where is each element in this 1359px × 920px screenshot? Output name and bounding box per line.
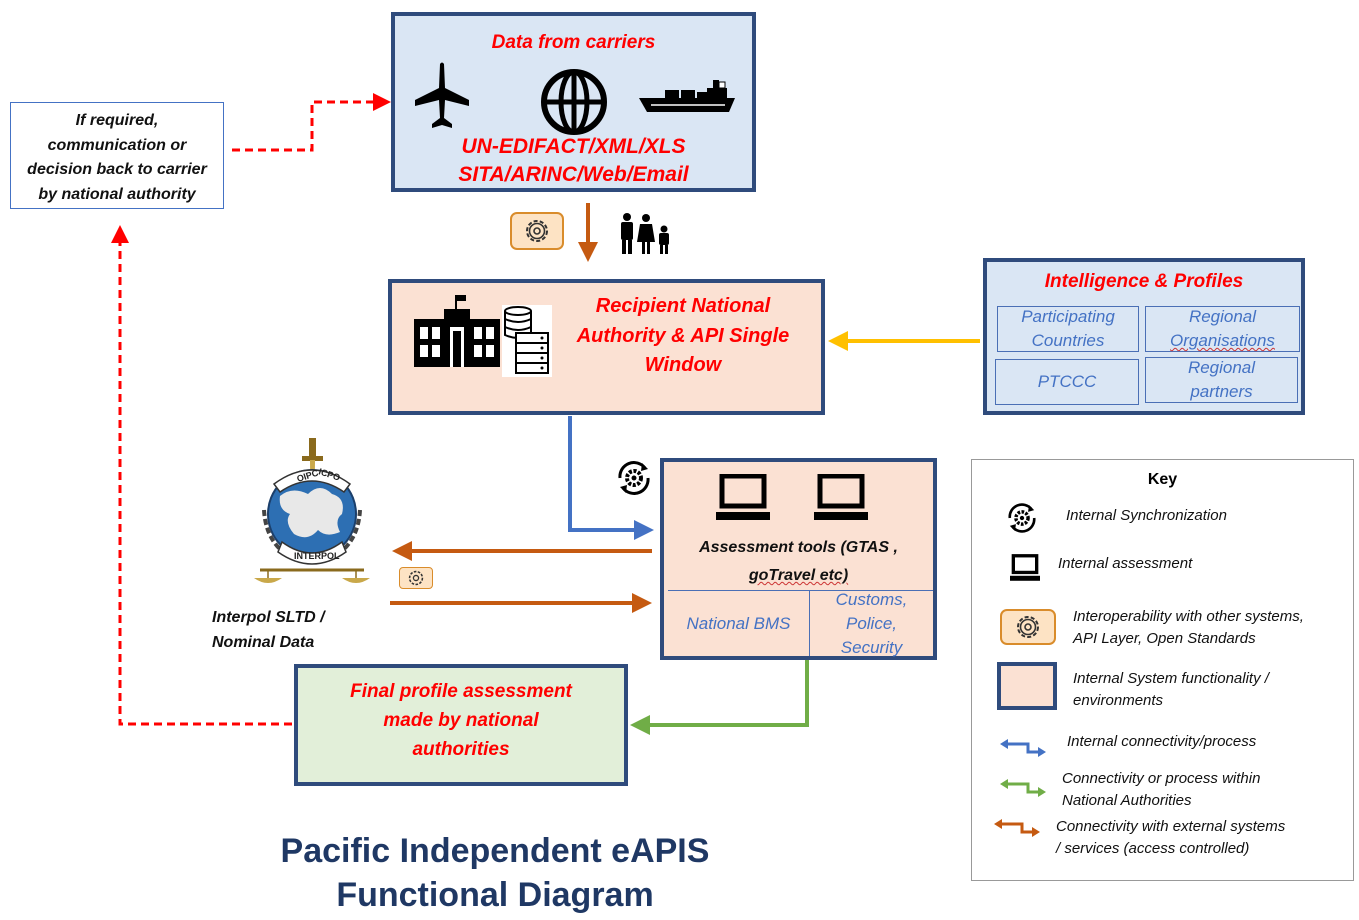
interoperability-gear-badge bbox=[510, 212, 564, 250]
gear-icon bbox=[408, 570, 424, 586]
gear-icon bbox=[1017, 616, 1039, 638]
key-title: Key bbox=[1147, 471, 1178, 488]
laptop-icon bbox=[1010, 554, 1040, 581]
national-bms-label: National BMS bbox=[686, 613, 791, 633]
key-item-line: Connectivity or process within bbox=[1062, 770, 1261, 787]
intelligence-box: Intelligence & Profiles Participating Co… bbox=[983, 258, 1305, 415]
final-line: made by national bbox=[383, 710, 539, 731]
assessment-box: Assessment tools (GTAS , goTravel etc) N… bbox=[660, 458, 937, 660]
recipient-to-assessment-arrow bbox=[568, 416, 654, 540]
recipient-line: Window bbox=[644, 354, 722, 376]
final-to-feedback-arrow bbox=[111, 225, 292, 726]
blue-arrows-icon bbox=[1000, 739, 1046, 757]
intelligence-title: Intelligence & Profiles bbox=[1044, 271, 1244, 292]
diagram-title-line2: Functional Diagram bbox=[336, 876, 654, 914]
intel-cell-ptccc: PTCCC bbox=[995, 359, 1139, 405]
final-line: authorities bbox=[412, 739, 510, 760]
key-item-sync: Internal Synchronization bbox=[1066, 505, 1227, 527]
interpol-gear-badge bbox=[399, 567, 433, 589]
carriers-formats-line2: SITA/ARINC/Web/Email bbox=[458, 163, 689, 186]
emblem-interpol: INTERPOL bbox=[294, 551, 340, 561]
key-item-assessment: Internal assessment bbox=[1058, 553, 1192, 575]
key-box: Key Internal Synchronization Internal as… bbox=[971, 459, 1354, 881]
airplane-icon bbox=[415, 62, 469, 128]
intel-cell-line: PTCCC bbox=[1037, 372, 1097, 391]
family-icon bbox=[621, 213, 669, 254]
national-bms-cell: National BMS bbox=[668, 590, 810, 656]
key-item-line: / services (access controlled) bbox=[1056, 840, 1250, 857]
key-item-system: Internal System functionality / environm… bbox=[1073, 668, 1269, 712]
laptop-icon bbox=[814, 474, 868, 520]
recipient-title: Recipient National Authority & API Singl… bbox=[552, 292, 814, 381]
key-item-line: Internal connectivity/process bbox=[1067, 733, 1257, 750]
key-item-line: Interoperability with other systems, bbox=[1073, 608, 1304, 625]
carriers-box: Data from carriers UN-EDIFACT/XML/XLS SI… bbox=[391, 12, 756, 192]
interpol-caption: Interpol SLTD / Nominal Data bbox=[212, 605, 325, 655]
government-building-icon bbox=[414, 295, 500, 367]
intel-cell-regional-organisations: Regional Organisations bbox=[1145, 306, 1300, 352]
intel-cell-line: Countries bbox=[1031, 331, 1105, 350]
assessment-line1: Assessment tools (GTAS , bbox=[699, 539, 898, 556]
carrier-feedback-box: If required, communication or decision b… bbox=[10, 102, 224, 209]
database-server-icon bbox=[502, 305, 552, 377]
intel-cell-line: Regional bbox=[1187, 358, 1256, 377]
diagram-title-text: Pacific Independent eAPIS bbox=[280, 832, 710, 870]
interpol-caption-line: Interpol SLTD / bbox=[212, 609, 325, 626]
feedback-line: communication or bbox=[47, 136, 187, 154]
feedback-line: decision back to carrier bbox=[27, 161, 207, 178]
key-item-line: Internal assessment bbox=[1058, 555, 1193, 572]
intel-cell-line: Regional bbox=[1188, 307, 1257, 326]
intel-cell-line: Participating bbox=[1021, 307, 1115, 326]
sync-gear-icon bbox=[1008, 503, 1036, 533]
key-item-line: Internal Synchronization bbox=[1066, 507, 1227, 524]
key-item-line: Internal System functionality / bbox=[1073, 670, 1269, 687]
carrier-feedback-text: If required, communication or decision b… bbox=[11, 109, 223, 207]
green-arrows-icon bbox=[1000, 779, 1046, 797]
carriers-formats: UN-EDIFACT/XML/XLS SITA/ARINC/Web/Email bbox=[395, 133, 752, 189]
orange-arrows-icon bbox=[994, 819, 1040, 837]
laptop-icon bbox=[716, 474, 770, 520]
key-item-line: National Authorities bbox=[1062, 792, 1192, 809]
diagram-title-line1: Pacific Independent eAPIS bbox=[200, 829, 790, 873]
key-item-line: Connectivity with external systems bbox=[1056, 818, 1286, 835]
assessment-title: Assessment tools (GTAS , goTravel etc) bbox=[664, 534, 933, 590]
customs-police-security-cell: Customs, Police, Security bbox=[810, 589, 933, 657]
diagram-title: Pacific Independent eAPIS Functional Dia… bbox=[200, 829, 790, 917]
feedback-line: If required, bbox=[75, 112, 159, 129]
sync-gear-icon bbox=[618, 461, 650, 495]
feedback-line: by national authority bbox=[38, 185, 196, 203]
assessment-to-final-arrow bbox=[630, 660, 809, 735]
interpol-caption-line: Nominal Data bbox=[212, 634, 315, 651]
intel-cell-participating-countries: Participating Countries bbox=[997, 306, 1139, 352]
key-item-internal-connectivity: Internal connectivity/process bbox=[1067, 731, 1256, 753]
recipient-line: Recipient National bbox=[595, 295, 771, 317]
intel-cell-regional-partners: Regional partners bbox=[1145, 357, 1298, 403]
key-item-external-connectivity: Connectivity with external systems / ser… bbox=[1056, 816, 1285, 860]
key-item-line: API Layer, Open Standards bbox=[1073, 630, 1256, 647]
carriers-title: Data from carriers bbox=[491, 32, 656, 53]
intel-cell-line: partners bbox=[1190, 382, 1253, 401]
interpol-emblem-icon: OIPC ICPO INTERPOL bbox=[254, 438, 370, 583]
customs-line: Customs, bbox=[835, 589, 908, 609]
final-line: Final profile assessment bbox=[350, 681, 572, 702]
intel-cell-line: Organisations bbox=[1170, 331, 1275, 350]
customs-line: Police, bbox=[845, 613, 898, 633]
ship-icon bbox=[639, 80, 735, 112]
recipient-line: Authority & API Single bbox=[576, 324, 790, 347]
assessment-line2: goTravel etc) bbox=[748, 567, 849, 584]
final-assessment-title: Final profile assessment made by nationa… bbox=[298, 677, 624, 764]
carriers-formats-line1: UN-EDIFACT/XML/XLS bbox=[461, 135, 686, 158]
recipient-box: Recipient National Authority & API Singl… bbox=[388, 279, 825, 415]
system-box-icon bbox=[997, 662, 1057, 710]
customs-line: Security bbox=[840, 637, 903, 657]
key-item-national-connectivity: Connectivity or process within National … bbox=[1062, 768, 1260, 812]
final-assessment-box: Final profile assessment made by nationa… bbox=[294, 664, 628, 786]
gear-icon bbox=[526, 220, 548, 242]
feedback-to-carriers-arrow bbox=[232, 93, 391, 152]
gear-badge-icon bbox=[1000, 609, 1056, 645]
globe-icon bbox=[541, 69, 607, 135]
key-item-line: environments bbox=[1073, 692, 1164, 709]
key-item-interoperability: Interoperability with other systems, API… bbox=[1073, 606, 1304, 650]
